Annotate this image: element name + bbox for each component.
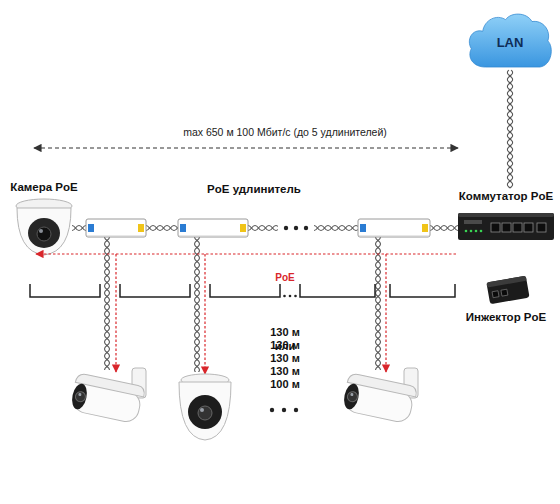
device-caption: Камера PoE — [8, 181, 80, 195]
distance-label: 100 м — [4, 378, 560, 391]
distance-label: 130 м — [4, 326, 560, 339]
poe-extender — [86, 219, 146, 237]
cable-strand — [507, 70, 512, 188]
camera-lens — [37, 227, 51, 241]
node-text: Инжектор PoE — [466, 311, 547, 325]
node-text: PoE удлинитель — [207, 183, 301, 197]
twisted-pair-cable — [248, 224, 278, 232]
poe-switch — [458, 213, 554, 240]
distance-label: 130 м — [4, 365, 560, 378]
bullet-camera — [70, 368, 146, 424]
cable-strand — [507, 70, 512, 188]
ellipsis-dots — [270, 408, 298, 412]
power-label: PoE — [4, 272, 560, 284]
dome-camera — [179, 374, 231, 440]
device-caption: Инжектор PoE — [464, 311, 549, 325]
poe-extender — [358, 219, 430, 237]
lens-glint — [39, 229, 43, 233]
ellipsis-dots — [283, 295, 297, 298]
distance-note: max 650 м 100 Мбит/с (до 5 удлинителей) — [4, 126, 560, 139]
twisted-pair-cable — [430, 224, 458, 232]
poe-injector — [486, 276, 529, 305]
bullet-camera — [342, 368, 418, 424]
twisted-pair-cable — [374, 237, 382, 370]
dome-camera — [16, 199, 72, 255]
node-text: Коммутатор PoE — [459, 190, 554, 204]
poe-power-line — [385, 254, 386, 372]
node-text: Камера PoE — [10, 181, 78, 195]
poe-power-line — [115, 254, 116, 372]
poe-power-line — [36, 253, 456, 254]
twisted-pair-cable — [193, 237, 201, 372]
connector-axis — [510, 70, 511, 188]
twisted-pair-cable — [146, 224, 178, 232]
twisted-pair-link — [507, 70, 512, 188]
network-cloud: LAN — [466, 10, 554, 68]
device-caption: Коммутатор PoE — [457, 190, 556, 204]
distance-label: 130 м — [4, 352, 560, 365]
camera-lens-housing — [28, 218, 60, 248]
poe-extender — [178, 219, 248, 237]
twisted-pair-cable — [72, 224, 86, 232]
camera-dome — [17, 208, 71, 255]
twisted-pair-cable — [103, 237, 111, 370]
poe-power-line — [204, 254, 205, 374]
distance-bracket — [30, 284, 455, 297]
ellipsis-dots — [284, 226, 308, 230]
or-label: или — [4, 340, 560, 353]
cloud-outline — [469, 14, 551, 67]
device-caption: PoE удлинитель — [205, 183, 303, 197]
node-text: LAN — [497, 35, 524, 51]
twisted-pair-cable — [314, 224, 358, 232]
distance-arrow — [34, 147, 458, 148]
